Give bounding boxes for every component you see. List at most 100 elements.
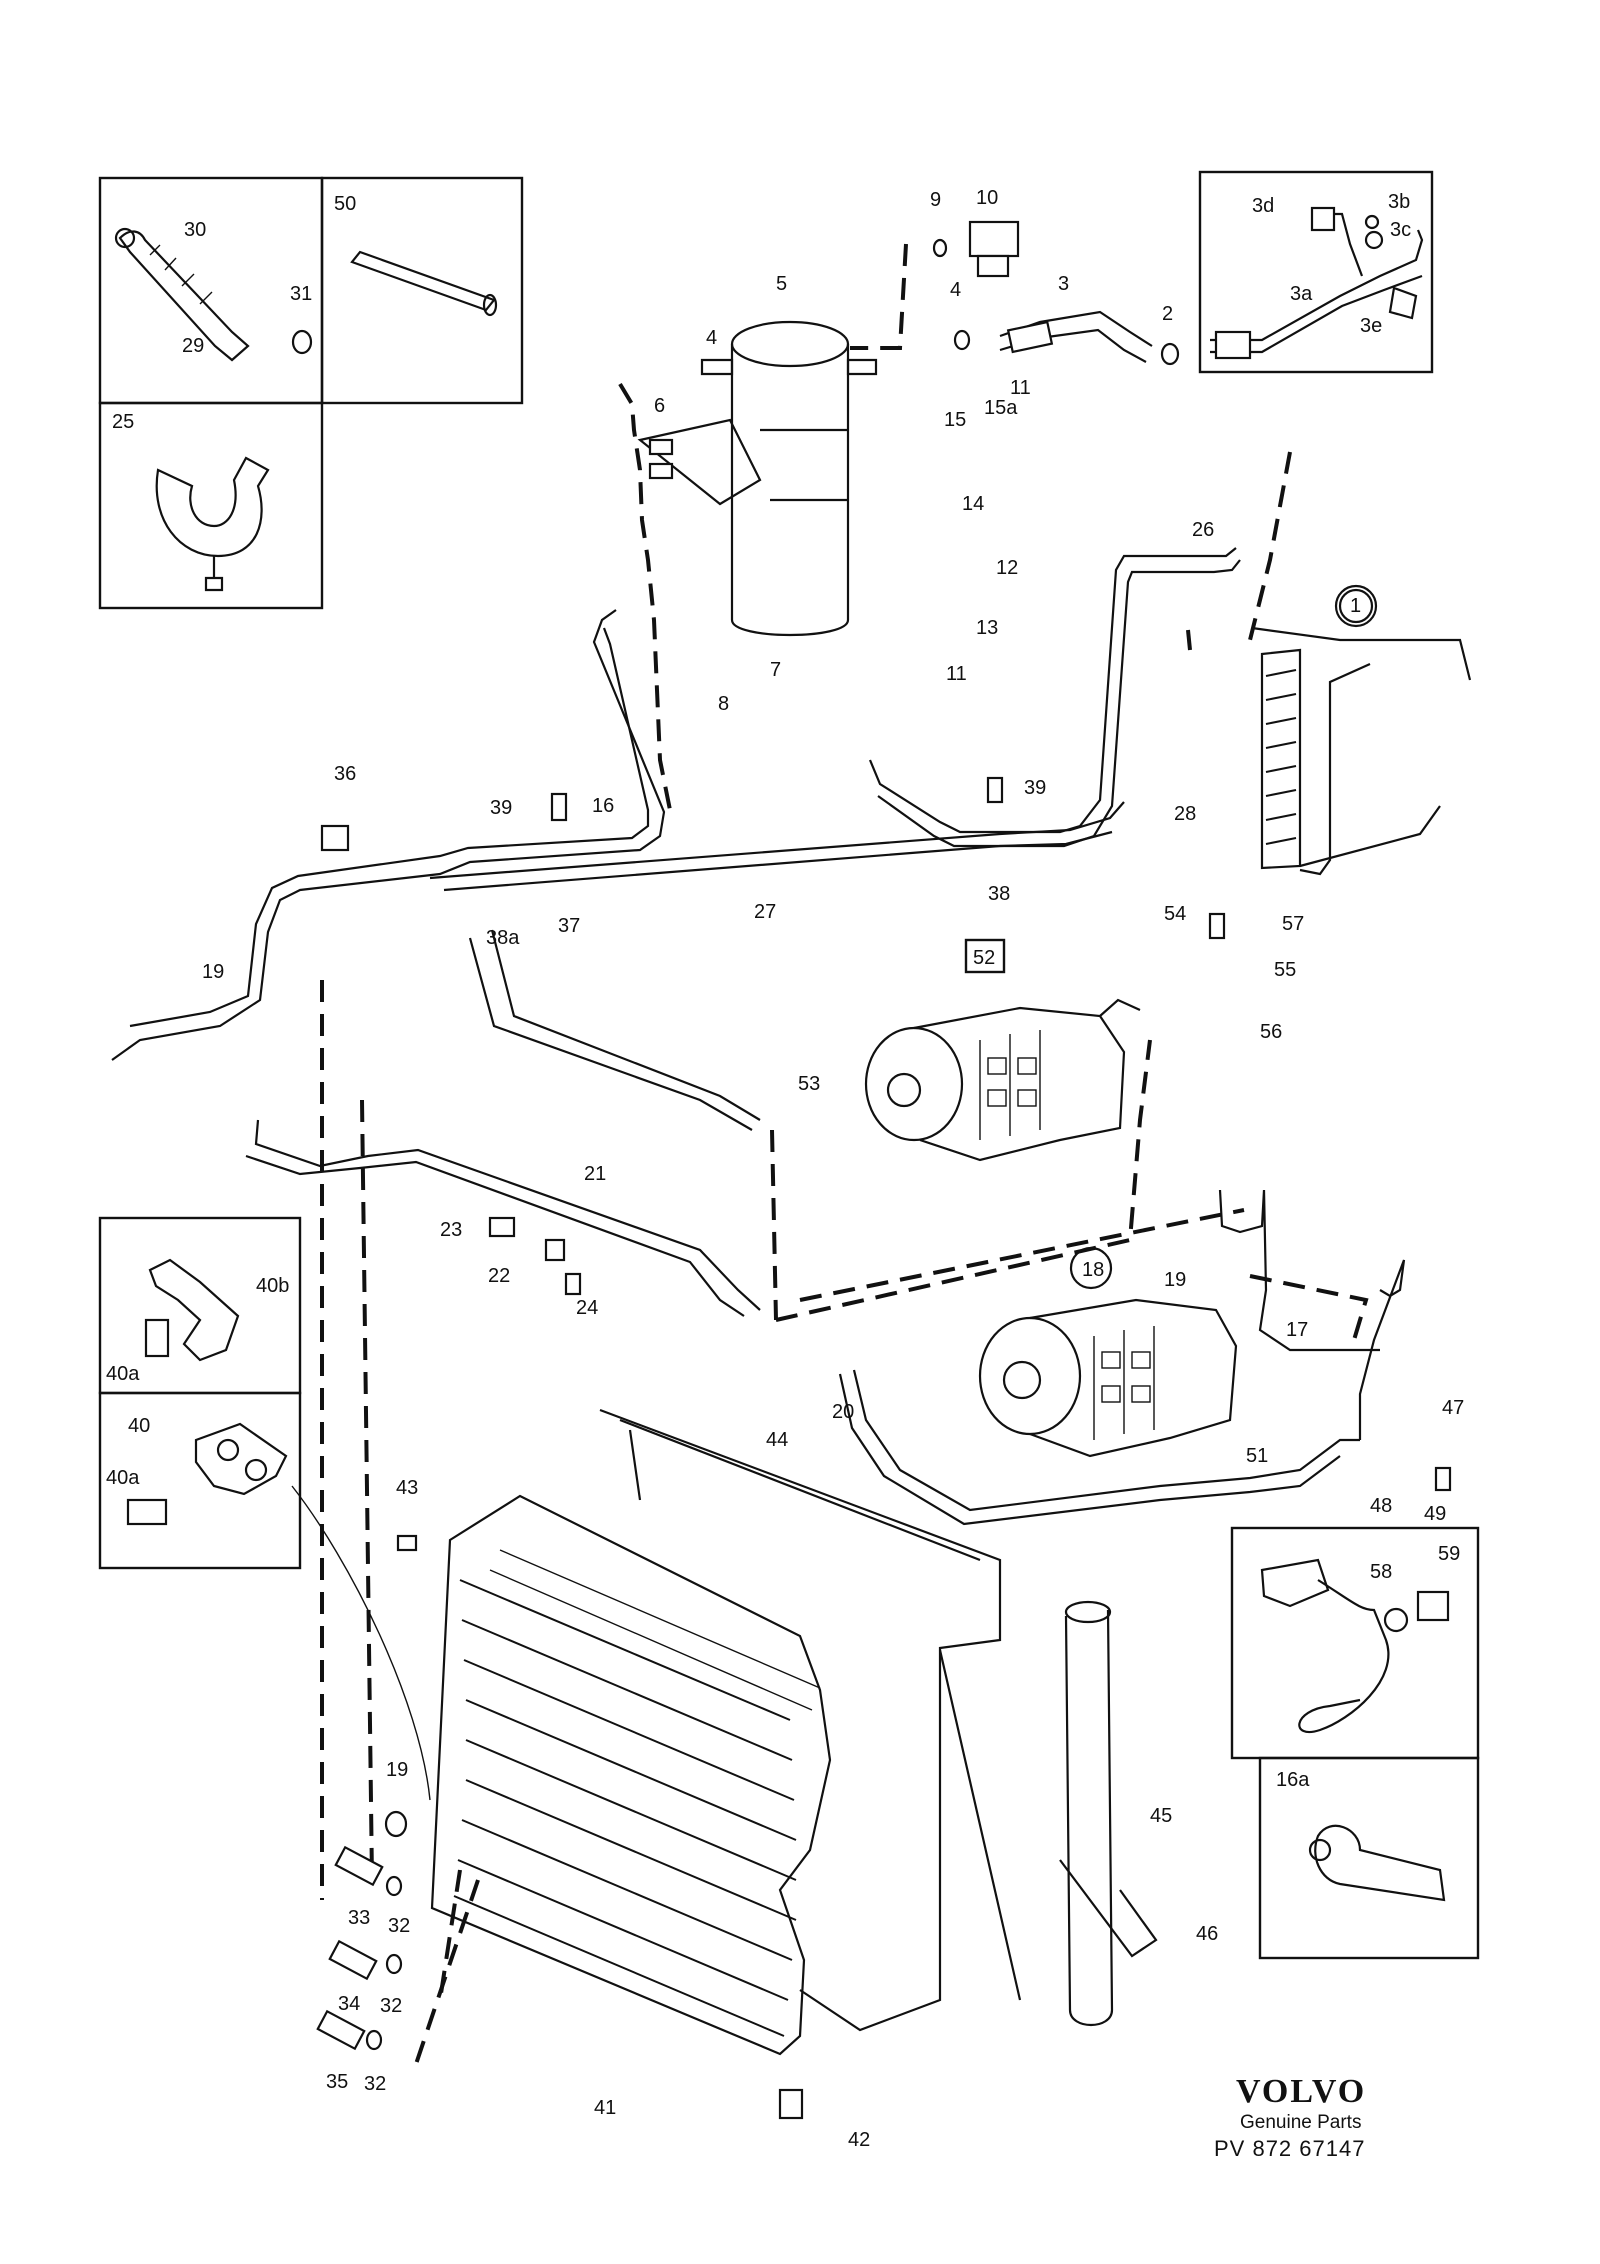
- callout-27: 27: [754, 901, 776, 923]
- callout-19-bottom: 19: [386, 1759, 408, 1781]
- callout-3e: 3e: [1360, 315, 1382, 337]
- callout-32-a: 32: [388, 1915, 410, 1937]
- callout-31: 31: [290, 283, 312, 305]
- callout-29: 29: [182, 335, 204, 357]
- callout-44: 44: [766, 1429, 788, 1451]
- callout-30: 30: [184, 219, 206, 241]
- callout-51: 51: [1246, 1445, 1268, 1467]
- callout-3: 3: [1058, 273, 1069, 295]
- callout-25: 25: [112, 411, 134, 433]
- callout-35: 35: [326, 2071, 348, 2093]
- inset-25: [98, 401, 324, 610]
- callout-3a: 3a: [1290, 283, 1313, 305]
- callout-26: 26: [1192, 519, 1214, 541]
- callout-12: 12: [996, 557, 1018, 579]
- callout-33: 33: [348, 1907, 370, 1929]
- callout-46: 46: [1196, 1923, 1218, 1945]
- callout-56: 56: [1260, 1021, 1282, 1043]
- callout-3b: 3b: [1388, 191, 1410, 213]
- callout-6: 6: [654, 395, 665, 417]
- drier-tube-45: [1059, 1600, 1158, 2027]
- callout-2: 2: [1162, 303, 1173, 325]
- inset-16a: [1258, 1756, 1480, 1960]
- callout-5: 5: [776, 273, 787, 295]
- callout-11-bottom: 11: [946, 663, 967, 685]
- fitting-parts: [291, 776, 1452, 2120]
- compressor-52: [864, 998, 1141, 1162]
- callout-8: 8: [718, 693, 729, 715]
- callout-42: 42: [848, 2129, 870, 2151]
- inset-3a-3e: [1198, 170, 1434, 374]
- callout-50: 50: [334, 193, 356, 215]
- callout-36: 36: [334, 763, 356, 785]
- callout-22: 22: [488, 1265, 510, 1287]
- compressor-18: [978, 1298, 1238, 1458]
- callout-34: 34: [338, 1993, 360, 2015]
- volvo-logo: VOLVO: [1236, 2073, 1366, 2110]
- callout-53: 53: [798, 1073, 820, 1095]
- callout-39-right: 39: [1024, 777, 1046, 799]
- reference-dashed-lines: [320, 243, 1369, 2071]
- callout-32-b: 32: [380, 1995, 402, 2017]
- callout-48: 48: [1370, 1495, 1392, 1517]
- callout-11-top: 11: [1010, 377, 1031, 399]
- callout-21: 21: [584, 1163, 606, 1185]
- callout-38a: 38a: [486, 927, 520, 949]
- condenser: [430, 1408, 1022, 2056]
- callout-55: 55: [1274, 959, 1296, 981]
- callout-37: 37: [558, 915, 580, 937]
- callout-57: 57: [1282, 913, 1304, 935]
- volvo-branding: VOLVO Genuine Parts PV 872 67147: [1214, 2073, 1366, 2161]
- callout-40a-inset40b: 40a: [106, 1363, 140, 1385]
- callout-1-circle: [1334, 584, 1378, 628]
- callout-52-box: 52: [964, 938, 1006, 974]
- callout-17: 17: [1286, 1319, 1308, 1341]
- callout-16: 16: [592, 795, 614, 817]
- callout-4-right: 4: [950, 279, 961, 301]
- callout-19-left: 19: [202, 961, 224, 983]
- inset-40: [98, 1391, 302, 1570]
- callout-20: 20: [832, 1401, 854, 1423]
- callout-9: 9: [930, 189, 941, 211]
- callout-43: 43: [396, 1477, 418, 1499]
- evaporator-assembly: [1251, 588, 1472, 876]
- callout-15a: 15a: [984, 397, 1018, 419]
- callout-14: 14: [962, 493, 984, 515]
- callout-13: 13: [976, 617, 998, 639]
- callout-18-circle: [1069, 1246, 1113, 1290]
- callout-23: 23: [440, 1219, 462, 1241]
- callout-47: 47: [1442, 1397, 1464, 1419]
- callout-40a-inset40: 40a: [106, 1467, 140, 1489]
- callout-54: 54: [1164, 903, 1186, 925]
- callout-52: 52: [973, 947, 995, 969]
- callout-28: 28: [1174, 803, 1196, 825]
- callout-3c: 3c: [1390, 219, 1411, 241]
- callout-19-right: 19: [1164, 1269, 1186, 1291]
- refrigerant-lines: [111, 547, 1406, 1526]
- genuine-parts-text: Genuine Parts: [1240, 2112, 1361, 2133]
- callout-41: 41: [594, 2097, 616, 2119]
- callout-38: 38: [988, 883, 1010, 905]
- callout-10: 10: [976, 187, 998, 209]
- callout-49: 49: [1424, 1503, 1446, 1525]
- part-code: PV 872 67147: [1214, 2136, 1365, 2161]
- callout-39-left: 39: [490, 797, 512, 819]
- callout-59: 59: [1438, 1543, 1460, 1565]
- pressure-switch: [932, 220, 1180, 366]
- callout-7: 7: [770, 659, 781, 681]
- callout-1: 1: [1350, 595, 1361, 617]
- callout-4-left: 4: [706, 327, 717, 349]
- callout-18: 18: [1082, 1259, 1104, 1281]
- receiver-drier: [637, 320, 878, 637]
- callout-labels: 1 2 3 3a 3b 3c 3d 3e 4 4 5 6 7 8 9 10 11…: [106, 187, 1464, 2151]
- callout-45: 45: [1150, 1805, 1172, 1827]
- callout-40b: 40b: [256, 1275, 289, 1297]
- callout-24: 24: [576, 1297, 598, 1319]
- callout-32-c: 32: [364, 2073, 386, 2095]
- callout-15: 15: [944, 409, 966, 431]
- callout-3d: 3d: [1252, 195, 1274, 217]
- callout-58: 58: [1370, 1561, 1392, 1583]
- callout-40: 40: [128, 1415, 150, 1437]
- callout-16a: 16a: [1276, 1769, 1310, 1791]
